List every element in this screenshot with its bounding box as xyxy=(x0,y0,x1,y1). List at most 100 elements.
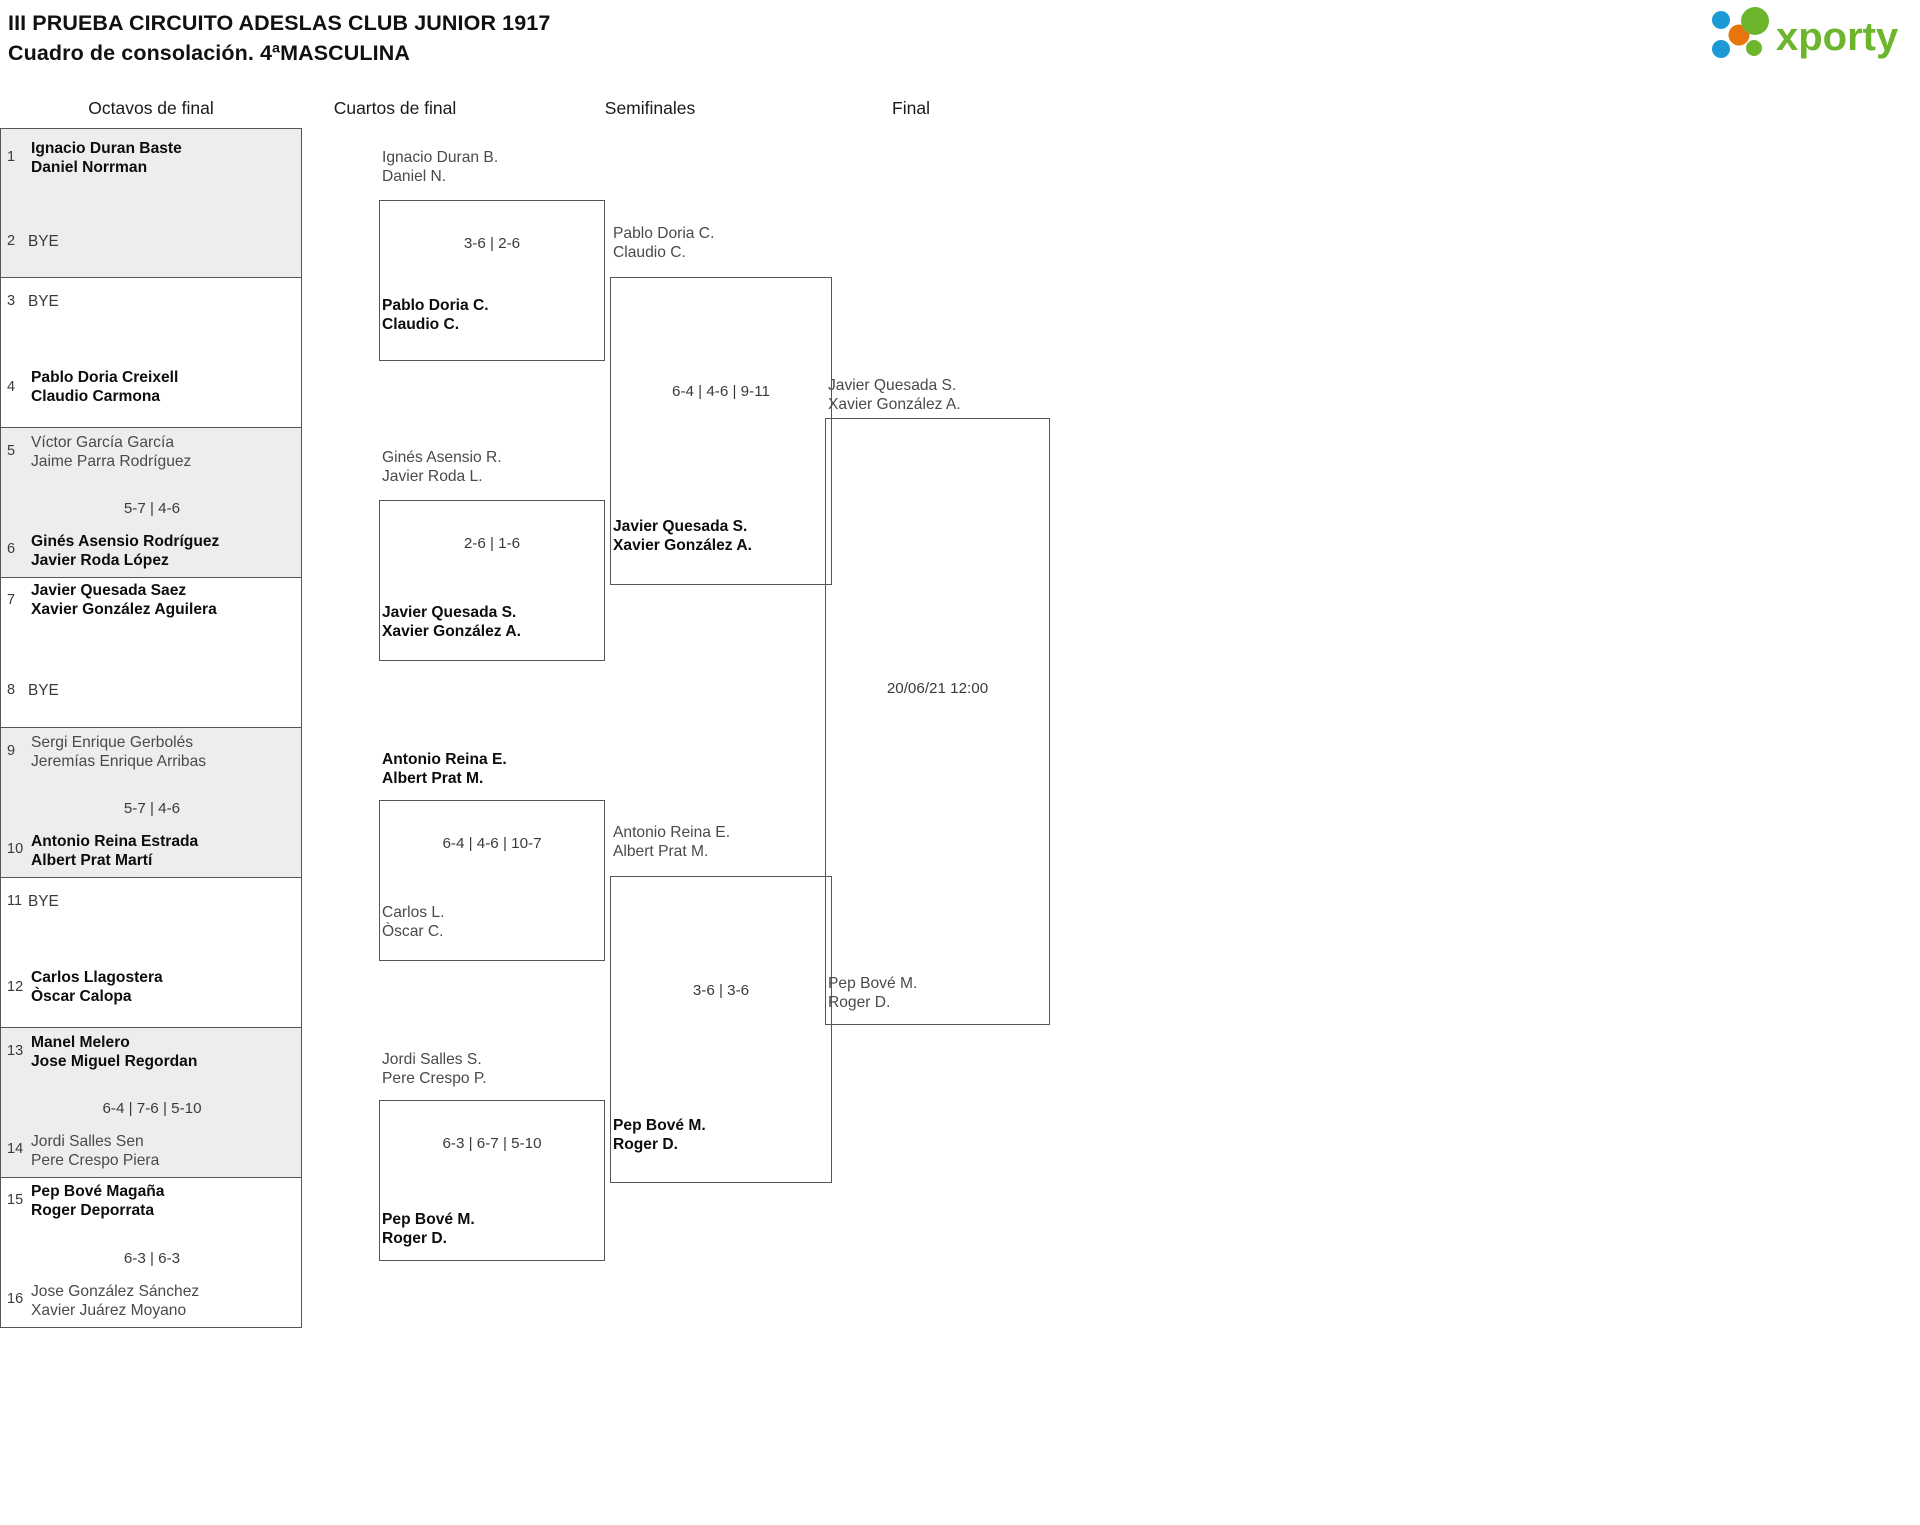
r2-m4-score: 6-3 | 6-7 | 5-10 xyxy=(442,1135,542,1152)
r4-m1-box[interactable] xyxy=(825,418,1050,1025)
r2-m1-box[interactable] xyxy=(379,200,605,361)
player-line-1: Ginés Asensio Rodríguez xyxy=(31,533,220,550)
r1-slot-6[interactable]: 11 BYE 12 Carlos Llagostera Òscar Calopa xyxy=(0,878,302,1028)
r1-slot-1[interactable]: 1 Ignacio Duran Baste Daniel Norrman 2 B… xyxy=(0,128,302,278)
player-line-1: Víctor García García xyxy=(31,434,174,451)
r2-m1-bottom-line1: Pablo Doria C. xyxy=(382,297,489,314)
seed-number: 12 xyxy=(7,979,24,995)
r3-m2-box[interactable] xyxy=(610,876,832,1183)
r2-m3-top-line2: Albert Prat M. xyxy=(382,770,484,787)
r2-m2-box[interactable] xyxy=(379,500,605,661)
seed-number: 8 xyxy=(7,682,16,698)
seed-number: 15 xyxy=(7,1192,24,1208)
player-line-1: Javier Quesada Saez xyxy=(31,582,187,599)
r1-score: 5-7 | 4-6 xyxy=(123,800,181,817)
r3-m2-bottom-line2: Roger D. xyxy=(613,1136,678,1153)
player-line-1: Sergi Enrique Gerbolés xyxy=(31,734,194,751)
r2-m4-bottom-line1: Pep Bové M. xyxy=(382,1211,475,1228)
player-line-2: Javier Roda López xyxy=(31,552,169,569)
player-line-1: Carlos Llagostera xyxy=(31,969,163,986)
logo-dot-green-small xyxy=(1746,40,1762,56)
r1-slot-8[interactable]: 15 Pep Bové Magaña Roger Deporrata 6-3 |… xyxy=(0,1178,302,1328)
r1-slot-5[interactable]: 9 Sergi Enrique Gerbolés Jeremías Enriqu… xyxy=(0,728,302,878)
round-header-semis: Semifinales xyxy=(604,98,696,118)
seed-number: 1 xyxy=(7,149,16,165)
player-line-1: Manel Melero xyxy=(31,1034,130,1051)
r2-m3-top-line1: Antonio Reina E. xyxy=(382,751,507,768)
r4-m1-bottom-line2: Roger D. xyxy=(828,994,891,1011)
player-line-1: BYE xyxy=(28,293,59,310)
player-line-1: Jordi Salles Sen xyxy=(31,1133,144,1150)
r2-m4-bottom-line2: Roger D. xyxy=(382,1230,447,1247)
player-line-1: BYE xyxy=(28,893,59,910)
r3-m1-top-line2: Claudio C. xyxy=(613,244,686,261)
r2-m2-bottom-line1: Javier Quesada S. xyxy=(382,604,517,621)
round-header-octavos: Octavos de final xyxy=(88,98,214,118)
player-line-2: Albert Prat Martí xyxy=(31,852,153,869)
r2-m1-top-line1: Ignacio Duran B. xyxy=(382,149,499,166)
player-line-2: Claudio Carmona xyxy=(31,388,161,405)
r3-m2-score: 3-6 | 3-6 xyxy=(692,982,750,999)
r1-score: 6-4 | 7-6 | 5-10 xyxy=(102,1100,202,1117)
player-line-1: Pablo Doria Creixell xyxy=(31,369,179,386)
seed-number: 16 xyxy=(7,1291,24,1307)
r4-m1-top-line1: Javier Quesada S. xyxy=(828,377,957,394)
seed-number: 6 xyxy=(7,541,16,557)
seed-number: 2 xyxy=(7,233,16,249)
player-line-2: Xavier González Aguilera xyxy=(31,601,217,618)
r2-m3-bottom-line1: Carlos L. xyxy=(382,904,445,921)
player-line-2: Jose Miguel Regordan xyxy=(31,1053,198,1070)
r3-m2-top-line2: Albert Prat M. xyxy=(613,843,709,860)
xporty-logo[interactable]: xporty xyxy=(1710,6,1906,62)
player-line-2: Daniel Norrman xyxy=(31,159,148,176)
r2-m3-bottom-line2: Òscar C. xyxy=(382,923,444,940)
bracket-subtitle: Cuadro de consolación. 4ªMASCULINA xyxy=(8,41,410,65)
r2-m1-bottom-line2: Claudio C. xyxy=(382,316,460,333)
logo-dot-blue-top xyxy=(1712,11,1730,29)
seed-number: 4 xyxy=(7,379,16,395)
r3-m1-box[interactable] xyxy=(610,277,832,585)
player-line-1: BYE xyxy=(28,682,59,699)
r2-m2-bottom-line2: Xavier González A. xyxy=(382,623,521,640)
r2-m2-top-line2: Javier Roda L. xyxy=(382,468,483,485)
player-line-2: Roger Deporrata xyxy=(31,1202,155,1219)
r3-m1-score: 6-4 | 4-6 | 9-11 xyxy=(672,383,770,400)
r4-m1-schedule: 20/06/21 12:00 xyxy=(886,680,989,697)
seed-number: 5 xyxy=(7,443,16,459)
seed-number: 13 xyxy=(7,1043,24,1059)
r3-m1-bottom-line1: Javier Quesada S. xyxy=(613,518,748,535)
r2-m4-top-line2: Pere Crespo P. xyxy=(382,1070,487,1087)
r1-score: 5-7 | 4-6 xyxy=(123,500,181,517)
r1-slot-7[interactable]: 13 Manel Melero Jose Miguel Regordan 6-4… xyxy=(0,1028,302,1178)
logo-wordmark: xporty xyxy=(1776,15,1899,59)
seed-number: 3 xyxy=(7,293,16,309)
r2-m3-box[interactable] xyxy=(379,800,605,961)
seed-number: 7 xyxy=(7,592,16,608)
xporty-logo-svg: xporty xyxy=(1712,7,1899,59)
logo-dot-blue-bottom xyxy=(1712,40,1730,58)
r1-slot-4[interactable]: 7 Javier Quesada Saez Xavier González Ag… xyxy=(0,578,302,728)
player-line-2: Jeremías Enrique Arribas xyxy=(31,753,207,770)
r4-m1-bottom-line1: Pep Bové M. xyxy=(828,975,918,992)
logo-dot-green-big xyxy=(1741,7,1769,35)
round-header-cuartos: Cuartos de final xyxy=(333,98,457,118)
r2-m1-score: 3-6 | 2-6 xyxy=(463,235,521,252)
r1-slot-3[interactable]: 5 Víctor García García Jaime Parra Rodrí… xyxy=(0,428,302,578)
r3-m2-bottom-line1: Pep Bové M. xyxy=(613,1117,706,1134)
r2-m4-box[interactable] xyxy=(379,1100,605,1261)
r1-slot-2[interactable]: 3 BYE 4 Pablo Doria Creixell Claudio Car… xyxy=(0,278,302,428)
r2-m2-top-line1: Ginés Asensio R. xyxy=(382,449,502,466)
r2-m1-top-line2: Daniel N. xyxy=(382,168,447,185)
player-line-1: Antonio Reina Estrada xyxy=(31,833,199,850)
player-line-1: Pep Bové Magaña xyxy=(31,1183,165,1200)
player-line-1: Jose González Sánchez xyxy=(31,1283,200,1300)
player-line-1: BYE xyxy=(28,233,59,250)
r3-m2-top-line1: Antonio Reina E. xyxy=(613,824,731,841)
tournament-title: III PRUEBA CIRCUITO ADESLAS CLUB JUNIOR … xyxy=(8,11,551,35)
seed-number: 9 xyxy=(7,743,16,759)
seed-number: 14 xyxy=(7,1141,24,1157)
r2-m4-top-line1: Jordi Salles S. xyxy=(382,1051,482,1068)
seed-number: 10 xyxy=(7,841,24,857)
r2-m2-score: 2-6 | 1-6 xyxy=(463,535,521,552)
player-line-2: Pere Crespo Piera xyxy=(31,1152,160,1169)
